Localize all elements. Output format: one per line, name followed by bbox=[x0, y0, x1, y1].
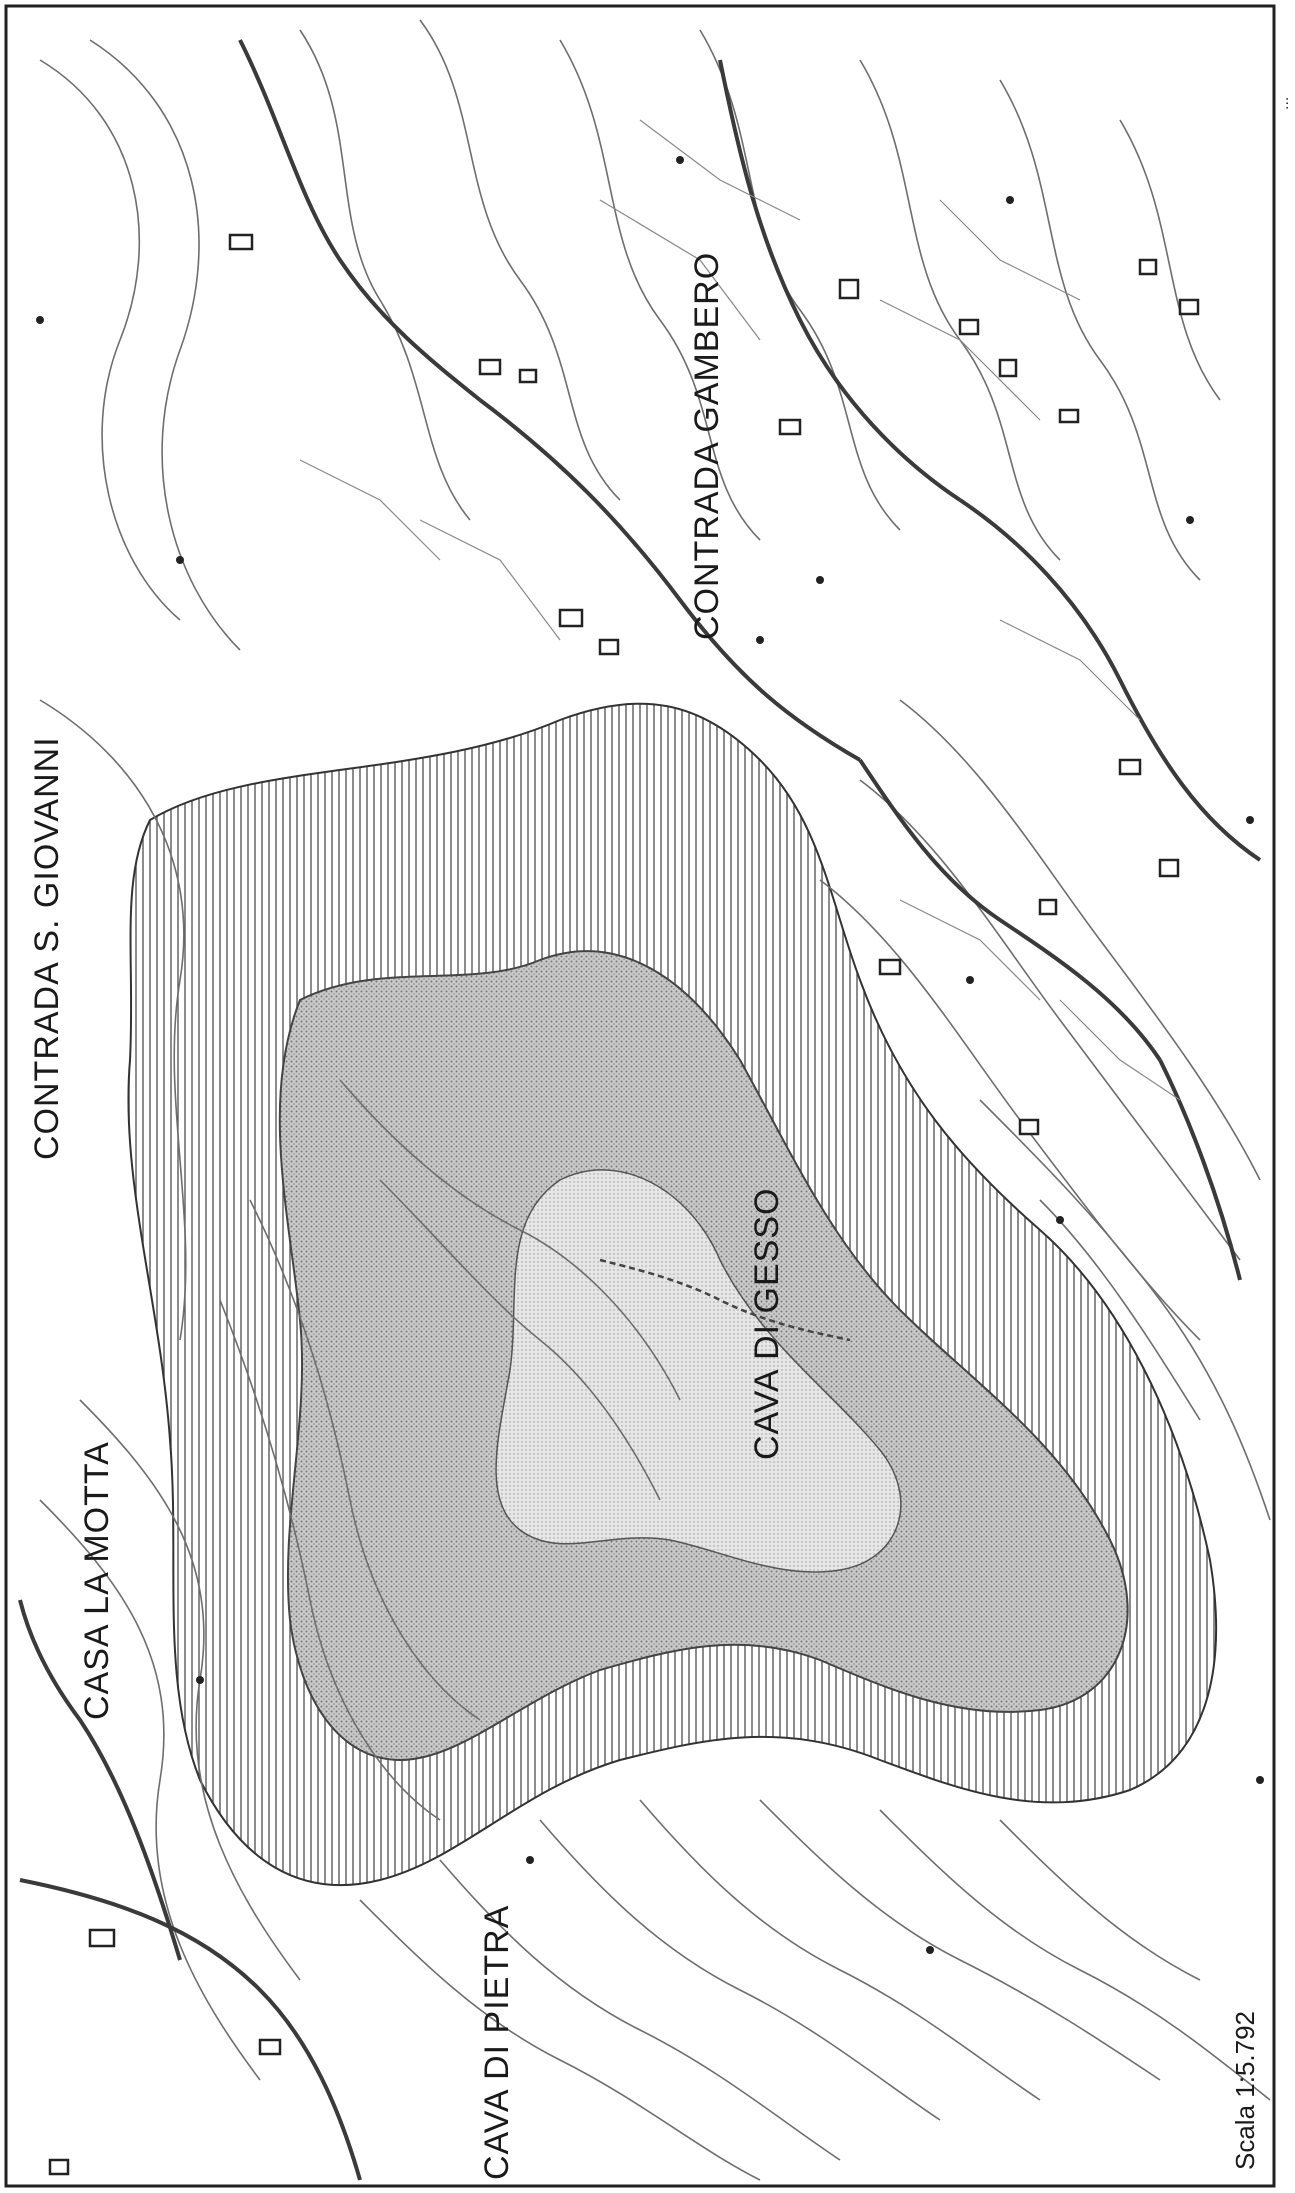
label-casa-la-motta: CASA LA MOTTA bbox=[78, 1441, 116, 1720]
roads bbox=[18, 39, 1262, 2181]
contour-lines bbox=[39, 19, 1271, 2181]
property-lines bbox=[299, 119, 1181, 1101]
edge-mark: ... bbox=[1275, 96, 1292, 110]
buildings bbox=[48, 233, 1200, 2176]
quarry-core bbox=[495, 1169, 902, 1573]
label-cava-di-pietra: CAVA DI PIETRA bbox=[478, 1904, 516, 2180]
label-contrada-gambero: CONTRADA GAMBERO bbox=[688, 251, 726, 640]
point-symbols bbox=[36, 156, 1264, 1954]
label-contrada-s-giovanni: CONTRADA S. GIOVANNI bbox=[28, 736, 66, 1160]
map-scale: Scala 1:5.792 bbox=[1230, 2010, 1260, 2170]
label-cava-di-gesso: CAVA DI GESSO bbox=[748, 1187, 786, 1460]
